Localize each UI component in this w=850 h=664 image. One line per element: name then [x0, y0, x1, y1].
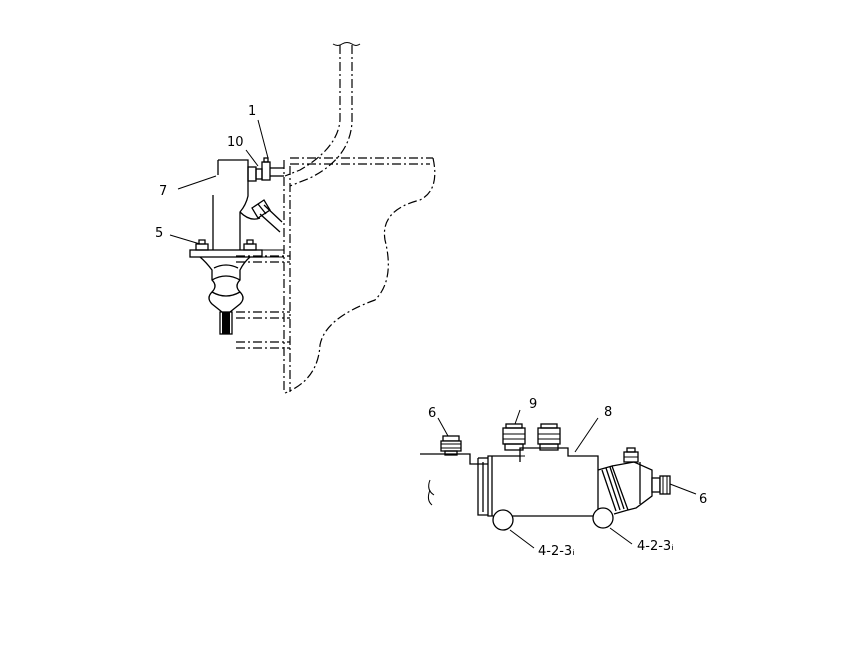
callout-1: 1 [248, 104, 256, 119]
callout-6-right: 6 [699, 492, 707, 507]
leader-lines-upper [169, 119, 269, 245]
callout-7: 7 [159, 184, 167, 199]
valve-body [212, 157, 284, 250]
left-stub [420, 435, 488, 506]
callout-8: 8 [604, 405, 612, 420]
actuator [597, 447, 671, 515]
upper-assembly: 1 10 7 5 [155, 42, 436, 394]
valve-block [477, 423, 614, 531]
mounting-flange [189, 239, 284, 258]
callout-5: 5 [155, 226, 163, 241]
callout-10: 10 [227, 135, 244, 150]
reference-label-right: 4-2-3ᵢ [637, 539, 674, 554]
reference-label-left: 4-2-3ᵢ [538, 544, 575, 559]
phantom-hose [284, 42, 361, 187]
leader-lines-lower [437, 409, 697, 549]
callout-9: 9 [529, 397, 537, 412]
callout-6-left: 6 [428, 406, 436, 421]
phantom-frame [236, 157, 436, 394]
bellows-boot [199, 256, 251, 335]
lower-assembly: 6 9 8 6 4-2-3ᵢ 4-2-3ᵢ [420, 397, 707, 559]
